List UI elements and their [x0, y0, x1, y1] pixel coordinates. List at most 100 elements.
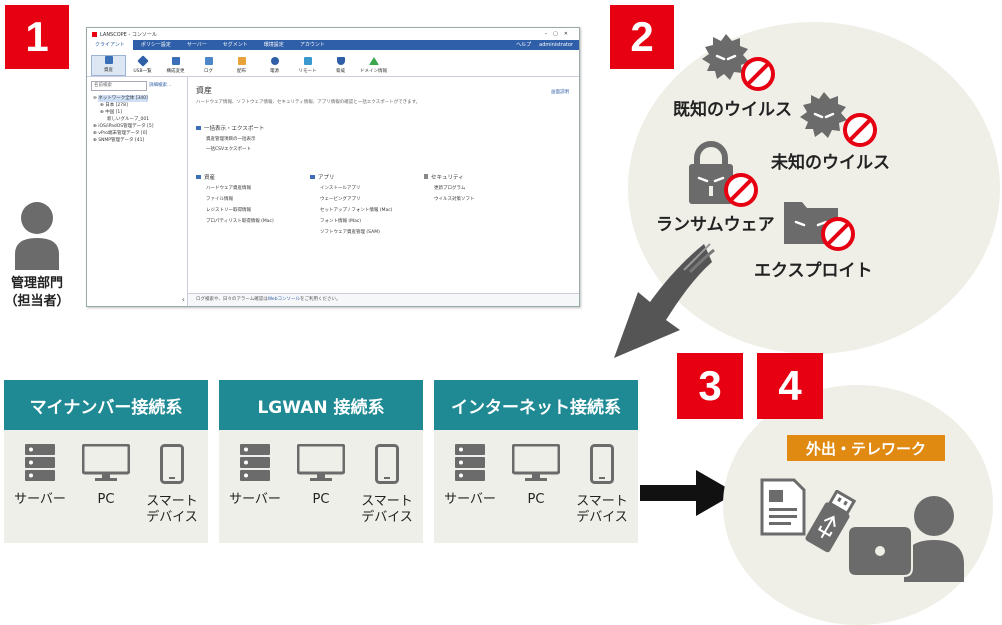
- ribbon-distribute-button[interactable]: 配布: [225, 57, 258, 76]
- ribbon-power-button[interactable]: 電源: [258, 57, 291, 76]
- pc-monitor-icon: [296, 443, 346, 481]
- admin-label: 管理部門 （担当者）: [0, 275, 74, 311]
- env-title: インターネット接続系: [434, 380, 638, 430]
- smartphone-icon: [160, 444, 184, 484]
- known-virus-icon: [702, 34, 775, 91]
- ribbon-threat-button[interactable]: 脅威: [324, 57, 357, 76]
- smartphone-icon: [590, 444, 614, 484]
- ribbon-asset-button[interactable]: 資産: [91, 55, 126, 76]
- window-controls[interactable]: –▢✕: [544, 31, 574, 37]
- telework-label: 外出・テレワーク: [787, 435, 945, 461]
- env-box-internet: インターネット接続系 サーバー PC スマートデバイス: [434, 380, 638, 543]
- server-device: サーバー: [225, 444, 285, 508]
- tab-env[interactable]: 環境設定: [263, 42, 284, 48]
- tab-account[interactable]: アカウント: [299, 42, 325, 48]
- pc-label: PC: [97, 492, 115, 507]
- server-label: サーバー: [229, 492, 281, 507]
- step-badge-1: 1: [5, 5, 69, 69]
- ribbon-remote-button[interactable]: リモート: [291, 57, 324, 76]
- pc-monitor-icon: [511, 443, 561, 481]
- attack-arrow-icon: [614, 243, 715, 358]
- pc-label: PC: [527, 492, 545, 507]
- app-link[interactable]: ウェービングアプリ: [320, 197, 361, 202]
- app-link[interactable]: ソフトウェア資産管理 (SAM): [320, 230, 380, 235]
- step-badge-3: 3: [677, 353, 743, 419]
- console-titlebar: LANSCOPE - コンソール –▢✕: [87, 28, 579, 40]
- app-icon: [310, 175, 315, 179]
- section-security-title: セキュリティ: [424, 173, 464, 181]
- app-link[interactable]: フォント情報 (Mac): [320, 219, 362, 224]
- usb-memory-icon: [805, 490, 857, 553]
- tree-item[interactable]: ⊕ vPro端末管理データ [0]: [93, 131, 148, 136]
- app-logo-icon: [92, 31, 97, 37]
- ransomware-lock-icon: [689, 141, 758, 207]
- lock-icon: [424, 174, 428, 179]
- tree-item[interactable]: ⊕ SNMP管理データ [41]: [93, 138, 145, 143]
- console-menubar: クライアント ポリシー設定 サーバー セグメント 環境設定 アカウント ヘルプ …: [87, 40, 579, 50]
- tab-policy[interactable]: ポリシー設定: [140, 42, 171, 48]
- asset-icon: [196, 175, 201, 179]
- collapse-pane-icon[interactable]: ‹: [181, 295, 185, 304]
- server-label: サーバー: [14, 492, 66, 507]
- server-icon: [240, 444, 270, 481]
- console-left-pane: 名前検索 詳細検索... ⊖ ネットワーク全体 [340] ⊕ 日本 [278]…: [87, 77, 188, 306]
- smart-device: スマートデバイス: [142, 444, 202, 526]
- teleworker-person-icon: [847, 496, 964, 582]
- unknown-virus-label: 未知のウイルス: [771, 153, 890, 173]
- pc-device: PC: [76, 443, 136, 508]
- tree-item[interactable]: 新しいグループ_001: [107, 117, 150, 122]
- document-icon: [760, 478, 806, 536]
- page-title: 資産: [196, 86, 212, 95]
- group-tree: ⊖ ネットワーク全体 [340] ⊕ 日本 [278] ⊕ 中国 [1] 新しい…: [93, 95, 181, 144]
- pc-device: PC: [506, 443, 566, 508]
- step-badge-2: 2: [610, 5, 674, 69]
- asset-link[interactable]: ハードウェア資産情報: [206, 186, 251, 191]
- exploit-label: エクスプロイト: [754, 261, 873, 281]
- section-export-title: 一括表示・エクスポート: [196, 124, 264, 132]
- section-app-title: アプリ: [310, 173, 335, 181]
- web-console-link[interactable]: Webコンソール: [267, 297, 301, 302]
- pc-label: PC: [312, 492, 330, 507]
- smart-device-label: スマートデバイス: [361, 494, 413, 525]
- exploit-folder-icon: [784, 202, 855, 251]
- ribbon-domain-button[interactable]: ドメイン情報: [357, 57, 390, 76]
- tab-client[interactable]: クライアント: [87, 40, 133, 50]
- ribbon-usb-button[interactable]: USB一覧: [126, 55, 159, 76]
- page-subtitle: ハードウェア情報、ソフトウェア情報、セキュリティ情報、アプリ情報の確認と一括エク…: [196, 100, 421, 105]
- name-search-input[interactable]: 名前検索: [91, 81, 147, 91]
- tree-item[interactable]: ⊕ 日本 [278]: [100, 103, 128, 108]
- ribbon-config-change-button[interactable]: 構成変更: [159, 57, 192, 76]
- help-button[interactable]: ヘルプ: [516, 42, 532, 48]
- security-link[interactable]: ウイルス対策ソフト: [434, 197, 475, 202]
- tab-segment[interactable]: セグメント: [222, 42, 248, 48]
- user-menu[interactable]: administrator: [539, 42, 573, 48]
- pc-device: PC: [291, 443, 351, 508]
- tree-item[interactable]: ⊕ 中国 [1]: [100, 110, 123, 115]
- tree-item[interactable]: ⊖ ネットワーク全体 [340]: [93, 95, 148, 102]
- asset-link[interactable]: レジストリー取得情報: [206, 208, 251, 213]
- tree-item[interactable]: ⊕ iOS/iPadOS管理データ [5]: [93, 124, 154, 129]
- app-link[interactable]: インストールアプリ: [320, 186, 361, 191]
- ribbon-log-button[interactable]: ログ: [192, 57, 225, 76]
- ransomware-label: ランサムウェア: [656, 215, 775, 235]
- tab-server[interactable]: サーバー: [186, 42, 207, 48]
- advanced-search-link[interactable]: 詳細検索...: [149, 83, 172, 88]
- app-link[interactable]: セットアップ / フォント情報 (Mac): [320, 208, 393, 213]
- smartphone-icon: [375, 444, 399, 484]
- asset-link[interactable]: プロパティリスト取得情報 (Mac): [206, 219, 274, 224]
- step-badge-4: 4: [757, 353, 823, 419]
- pc-monitor-icon: [81, 443, 131, 481]
- security-link[interactable]: 更新プログラム: [434, 186, 466, 191]
- section-asset-title: 資産: [196, 173, 215, 181]
- console-ribbon: 資産 USB一覧 構成変更 ログ 配布 電源 リモート 脅威 ドメイン情報: [87, 50, 579, 77]
- server-device: サーバー: [440, 444, 500, 508]
- env-title: LGWAN 接続系: [219, 380, 423, 430]
- env-box-mynumber: マイナンバー接続系 サーバー PC スマートデバイス: [4, 380, 208, 543]
- server-label: サーバー: [444, 492, 496, 507]
- asset-link[interactable]: ファイル情報: [206, 197, 233, 202]
- smart-device-label: スマートデバイス: [576, 494, 628, 525]
- export-link[interactable]: 一括CSVエクスポート: [206, 147, 251, 152]
- export-link[interactable]: 資産管理項目の一括表示: [206, 137, 256, 142]
- screen-help-link[interactable]: 画面説明: [551, 90, 569, 95]
- env-box-lgwan: LGWAN 接続系 サーバー PC スマートデバイス: [219, 380, 423, 543]
